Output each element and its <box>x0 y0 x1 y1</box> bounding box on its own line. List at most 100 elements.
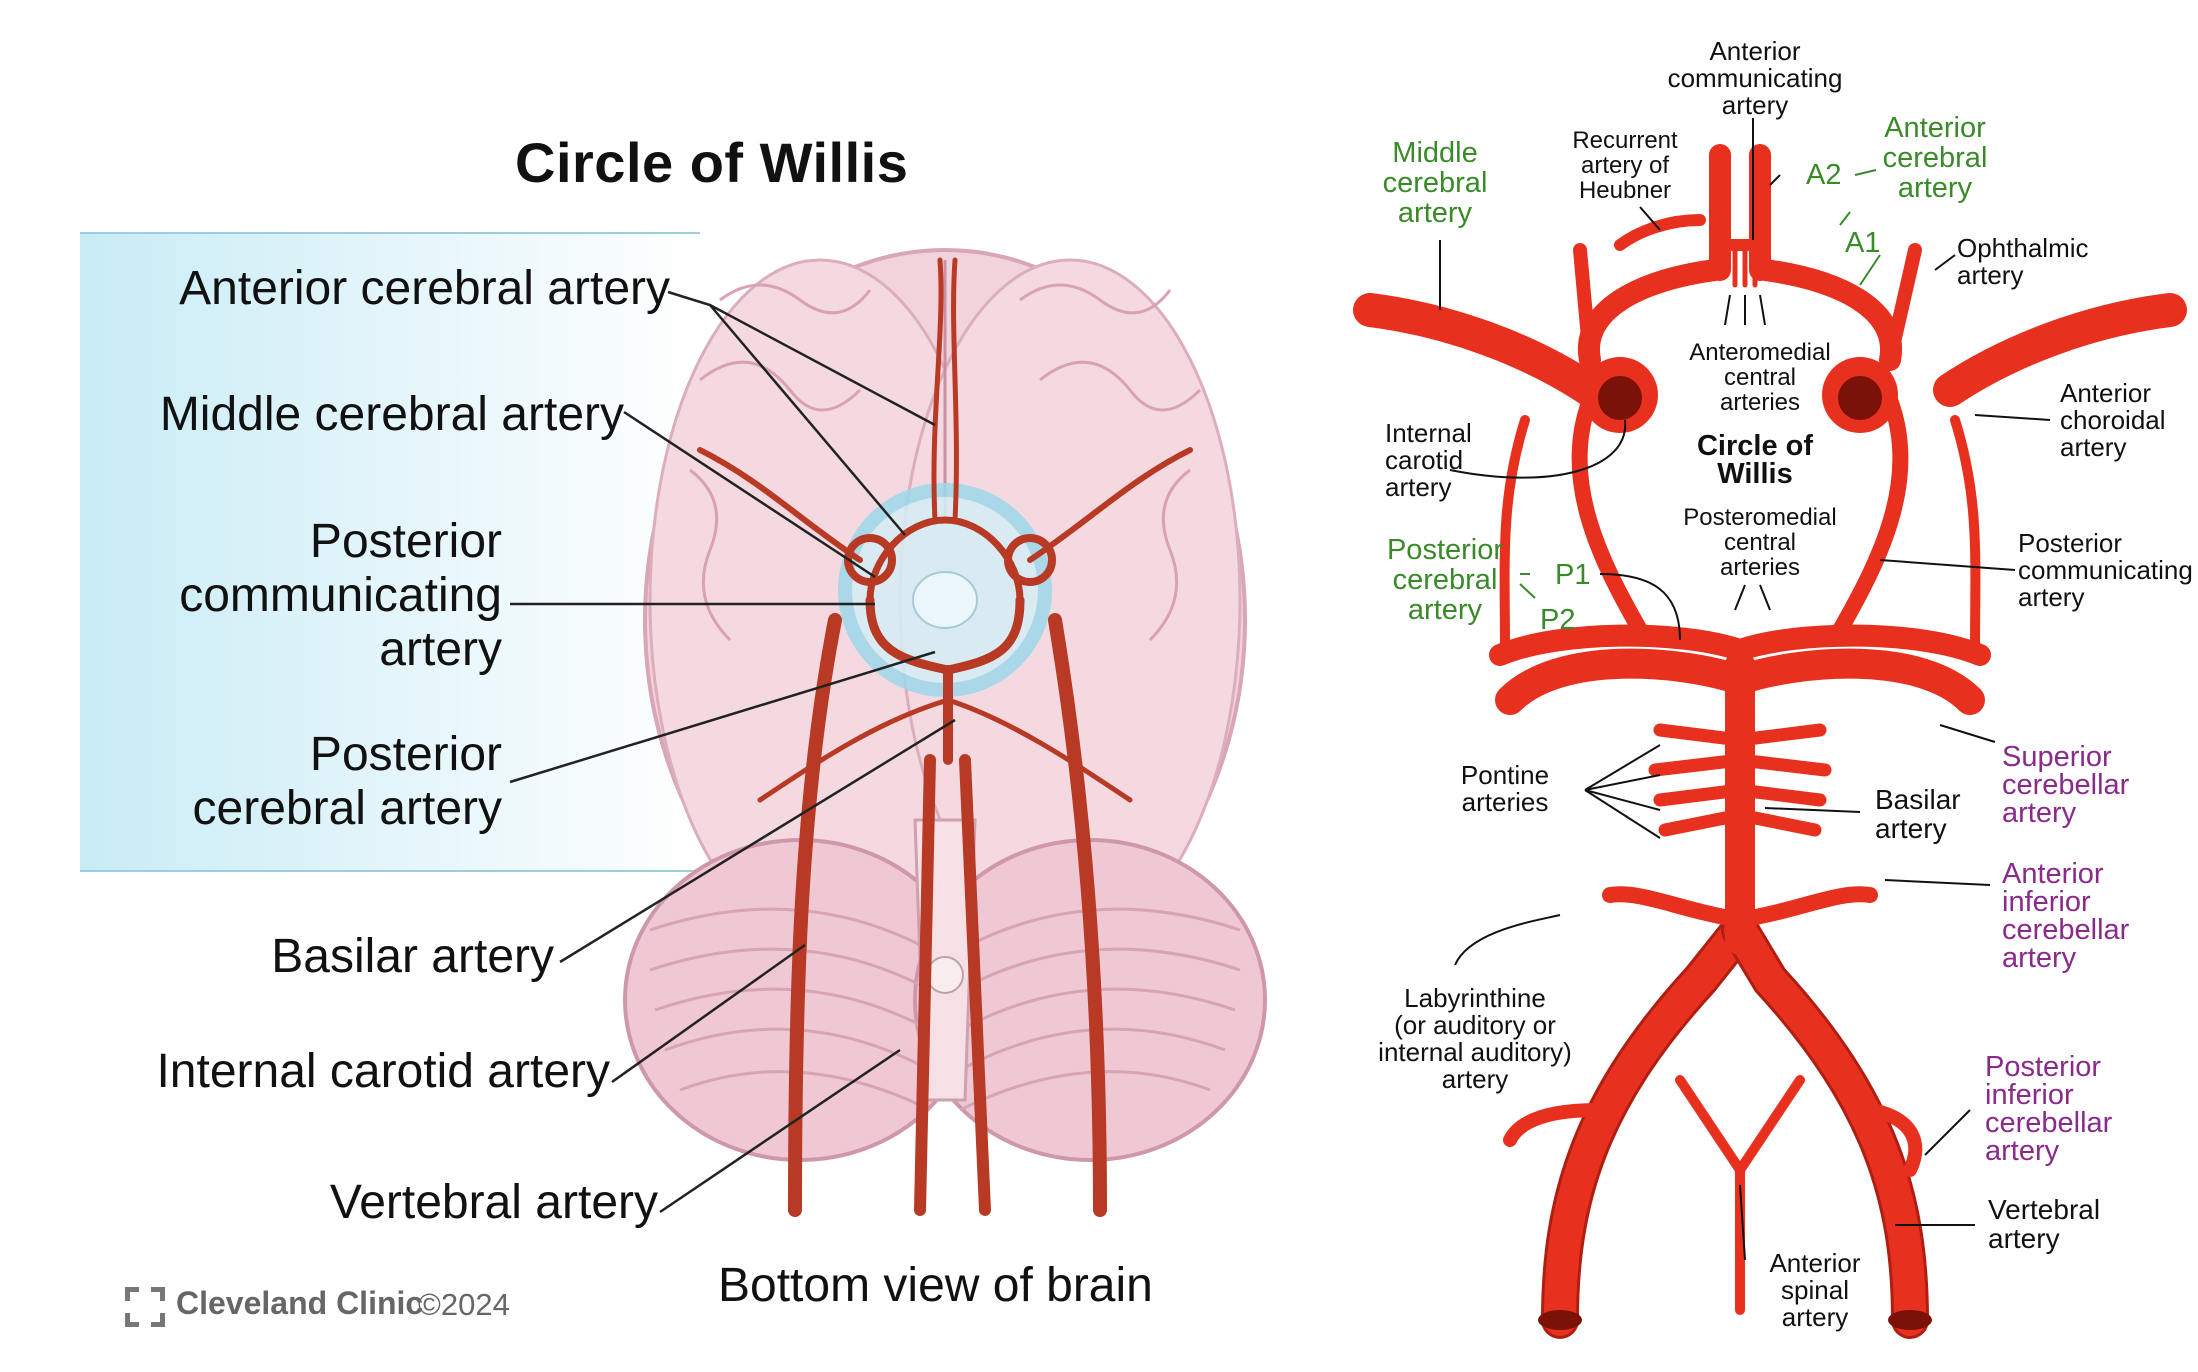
label-line: cerebellar <box>2002 769 2130 801</box>
label-anterior-cerebral-artery-right: Anterior cerebral artery <box>1870 113 2000 203</box>
label-anterior-cerebral-artery: Anterior cerebral artery <box>179 262 670 315</box>
label-line: cerebral <box>1392 564 1498 596</box>
label-anteromedial-central-arteries: Anteromedial central arteries <box>1655 340 1865 415</box>
label-vertebral-artery: Vertebral artery <box>329 1176 658 1229</box>
diagram-title: Circle of Willis <box>1680 430 1830 490</box>
label-line: central <box>1723 364 1797 391</box>
label-line: artery <box>1781 1302 1849 1332</box>
brand-name: Cleveland Clinic <box>176 1285 424 1321</box>
label-basilar-artery-right: Basilar artery <box>1875 785 1961 843</box>
label-line: cerebellar <box>2002 914 2130 946</box>
label-line: artery of <box>1580 152 1670 179</box>
label-line: inferior <box>1985 1079 2074 1111</box>
posterior-communicating-right <box>1832 392 1909 638</box>
label-line: Basilar <box>1875 784 1961 815</box>
posterior-communicating-left <box>1571 392 1648 638</box>
label-anterior-choroidal-artery: Anterior choroidal artery <box>2060 380 2166 461</box>
label-line: artery <box>2060 432 2127 462</box>
label-line: artery <box>1985 1135 2060 1167</box>
label-line: Posterior <box>1386 534 1504 566</box>
label-line: Anterior <box>2002 858 2104 890</box>
label-ophthalmic-artery: Ophthalmic artery <box>1957 235 2089 289</box>
label-line: (or auditory or <box>1394 1010 1556 1040</box>
label-line: communicating <box>179 569 502 622</box>
label-line: arteries <box>1461 787 1549 817</box>
label-basilar-artery: Basilar artery <box>271 930 554 983</box>
aica-left <box>1602 886 1748 928</box>
label-line: artery <box>1397 197 1473 229</box>
label-line: spinal <box>1781 1275 1849 1305</box>
label-line: artery <box>1897 172 1973 204</box>
label-middle-cerebral-artery-right: Middle cerebral artery <box>1370 138 1500 228</box>
label-line: arteries <box>1719 554 1801 581</box>
label-recurrent-artery-of-heubner: Recurrent artery of Heubner <box>1540 128 1710 203</box>
label-line: carotid <box>1385 445 1464 475</box>
label-line: inferior <box>2002 886 2091 918</box>
pica-left <box>1503 1103 1605 1147</box>
label-line: Recurrent <box>1572 127 1678 154</box>
copyright: ©2024 <box>418 1287 510 1322</box>
label-anterior-inferior-cerebellar-artery: Anterior inferior cerebellar artery <box>2002 858 2130 974</box>
label-posteromedial-central-arteries: Posteromedial central arteries <box>1665 505 1855 580</box>
label-posterior-cerebral-artery: Posterior cerebral artery <box>193 728 502 836</box>
caption-bottom-view: Bottom view of brain <box>718 1259 1153 1312</box>
label-line: Superior <box>2002 741 2112 773</box>
label-vertebral-artery-right: Vertebral artery <box>1988 1195 2100 1253</box>
label-internal-carotid-artery: Internal carotid artery <box>156 1045 610 1098</box>
label-line: artery <box>1385 472 1452 502</box>
label-line: internal auditory) <box>1378 1037 1572 1067</box>
label-line: Willis <box>1717 458 1793 490</box>
label-posterior-communicating-artery-right: Posterior communicating artery <box>2018 530 2193 611</box>
label-a2: A2 <box>1806 159 1842 191</box>
label-posterior-communicating-artery: Posterior communicating artery <box>179 515 502 677</box>
label-line: central <box>1723 529 1797 556</box>
middle-cerebral-right <box>1933 293 2187 407</box>
label-line: artery <box>1721 90 1789 120</box>
label-line: Posterior <box>309 515 502 568</box>
label-line: cerebral <box>1882 142 1988 174</box>
label-line: Posterior <box>309 728 502 781</box>
label-pontine-arteries: Pontine arteries <box>1445 762 1565 816</box>
label-line: artery <box>1875 813 1947 844</box>
label-middle-cerebral-artery: Middle cerebral artery <box>159 388 624 441</box>
label-line: Ophthalmic <box>1957 233 2089 263</box>
label-anterior-communicating-artery: Anterior communicating artery <box>1655 38 1855 119</box>
label-panel-background <box>80 232 700 872</box>
label-p2: P2 <box>1540 604 1576 636</box>
label-line: choroidal <box>2060 405 2166 435</box>
label-line: Posteromedial <box>1683 504 1837 531</box>
label-line: cerebellar <box>1985 1107 2113 1139</box>
label-line: artery <box>2018 582 2085 612</box>
label-line: Middle <box>1392 137 1478 169</box>
label-line: Vertebral <box>1988 1194 2101 1225</box>
page-title: Circle of Willis <box>515 131 909 194</box>
middle-cerebral-left <box>1353 293 1607 407</box>
label-line: cerebral <box>1382 167 1488 199</box>
label-line: Anterior <box>1709 36 1801 66</box>
label-line: artery <box>1407 594 1483 626</box>
label-line: artery <box>1441 1064 1509 1094</box>
aica-right <box>1732 886 1878 928</box>
label-line: Labyrinthine <box>1404 983 1546 1013</box>
pica-right <box>1865 1103 1923 1177</box>
circle-of-willis-diagram <box>1353 144 2187 1339</box>
label-line: artery <box>2002 942 2077 974</box>
label-line: Anteromedial <box>1689 339 1831 366</box>
leader-lines-right <box>1439 118 2051 1261</box>
label-line: cerebral artery <box>192 782 502 835</box>
label-line: Pontine <box>1460 760 1550 790</box>
label-line: Circle of <box>1696 430 1814 462</box>
label-internal-carotid-artery-right: Internal carotid artery <box>1385 420 1472 501</box>
label-posterior-cerebral-artery-right: Posterior cerebral artery <box>1375 535 1515 625</box>
label-line: Heubner <box>1578 177 1672 204</box>
illustration-arteries <box>697 257 1193 1217</box>
label-line: Anterior <box>1769 1248 1861 1278</box>
posterior-cerebral-arc <box>1489 624 1991 666</box>
superior-cerebellar-arc <box>1495 648 1985 715</box>
label-a1: A1 <box>1845 227 1881 259</box>
label-line: Internal <box>1385 418 1472 448</box>
label-line: communicating <box>2018 555 2193 585</box>
label-posterior-inferior-cerebellar-artery: Posterior inferior cerebellar artery <box>1985 1053 2113 1167</box>
label-line: Anterior <box>1884 112 1986 144</box>
